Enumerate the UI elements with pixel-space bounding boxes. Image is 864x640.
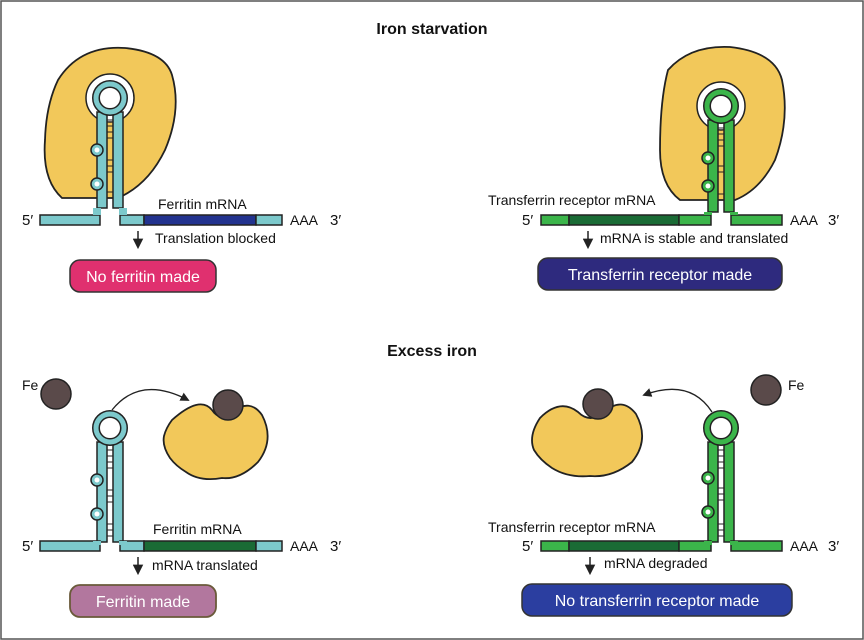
mrna-3prime-utr: [255, 214, 283, 226]
outcome-note: mRNA translated: [152, 557, 258, 573]
mrna-label: Ferritin mRNA: [158, 196, 247, 212]
ferritin-coding-region: [143, 540, 257, 552]
panel-starvation-transferrin-receptor: 5′ AAA 3′ Transferrin receptor mRNA mRNA…: [488, 45, 839, 291]
iron-label: Fe: [22, 377, 39, 393]
iron-binding-arrow: [111, 388, 190, 411]
mrna-label: Transferrin receptor mRNA: [488, 519, 656, 535]
iron-atom: [40, 378, 72, 410]
hairpin-right-strand: [112, 441, 124, 543]
result-label: No transferrin receptor made: [555, 593, 760, 610]
three-prime-label: 3′: [330, 212, 341, 229]
outcome-note: mRNA is stable and translated: [600, 230, 788, 246]
three-prime-label: 3′: [828, 212, 839, 229]
irp-protein: [531, 403, 643, 478]
ferritin-coding-region: [143, 214, 257, 226]
hairpin-right-strand: [723, 441, 735, 543]
mrna-5prime-utr: [39, 214, 101, 226]
result-pill: [537, 257, 783, 291]
mrna-3prime-utr: [730, 540, 783, 552]
five-prime-label: 5′: [522, 212, 533, 229]
five-prime-label: 5′: [522, 538, 533, 555]
outcome-note: Translation blocked: [155, 230, 276, 246]
iron-binding-arrow: [642, 388, 713, 413]
tfr-coding-region: [568, 214, 680, 226]
mrna-5prime-utr: [540, 540, 570, 552]
mrna-5prime-utr: [39, 540, 101, 552]
hairpin-left-strand: [96, 111, 108, 209]
three-prime-label: 3′: [330, 538, 341, 555]
result-label: Transferrin receptor made: [568, 267, 752, 284]
panel-starvation-ferritin: 5′ AAA 3′ Ferritin mRNA Translation bloc…: [22, 46, 341, 293]
three-prime-label: 3′: [828, 538, 839, 555]
iron-atom: [750, 374, 782, 406]
irp-protein: [162, 403, 269, 481]
mrna-3prime-utr: [255, 540, 283, 552]
panel-excess-ferritin: Fe 5′ AAA 3′ Ferritin mRNA mRNA translat…: [22, 377, 341, 618]
hairpin-left-strand: [707, 441, 719, 543]
iron-label: Fe: [788, 377, 805, 393]
iron-atom: [582, 388, 614, 420]
hairpin-right-strand: [723, 119, 735, 213]
mrna-3prime-utr: [730, 214, 783, 226]
excess-iron-heading: Excess iron: [387, 343, 477, 360]
polyA-label: AAA: [290, 212, 319, 228]
irp-protein: [43, 46, 177, 199]
result-pill: [69, 584, 217, 618]
mrna-label: Transferrin receptor mRNA: [488, 192, 656, 208]
polyA-label: AAA: [290, 538, 319, 554]
five-prime-label: 5′: [22, 212, 33, 229]
polyA-label: AAA: [790, 212, 819, 228]
mrna-5prime-utr: [540, 214, 570, 226]
mrna-label: Ferritin mRNA: [153, 521, 242, 537]
five-prime-label: 5′: [22, 538, 33, 555]
hairpin-left-strand: [707, 119, 719, 213]
hairpin-right-strand: [112, 111, 124, 209]
hairpin-left-strand: [96, 441, 108, 543]
iron-atom: [212, 389, 244, 421]
iron-starvation-heading: Iron starvation: [376, 21, 487, 38]
panel-excess-transferrin-receptor: Fe 5′ AAA 3′ Transferrin receptor mRNA m…: [488, 374, 839, 617]
result-pill: [521, 583, 793, 617]
tfr-coding-region: [568, 540, 680, 552]
result-pill: [69, 259, 217, 293]
polyA-label: AAA: [790, 538, 819, 554]
result-label: No ferritin made: [86, 269, 200, 286]
outcome-note: mRNA degraded: [604, 555, 708, 571]
result-label: Ferritin made: [96, 594, 190, 611]
